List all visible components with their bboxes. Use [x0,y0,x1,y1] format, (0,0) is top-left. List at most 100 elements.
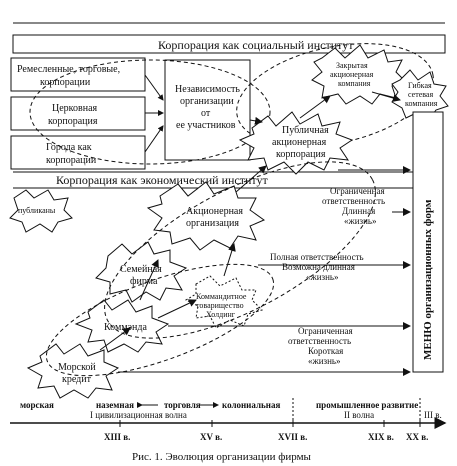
starburst-publicans [9,189,73,233]
svg-text:ее участников: ее участников [176,120,236,131]
svg-text:Ремесленные, торговые,: Ремесленные, торговые, [17,64,120,75]
svg-text:корпорации: корпорации [46,155,97,166]
svg-text:Полная ответственность: Полная ответственность [270,252,364,262]
svg-text:Публичная: Публичная [282,125,329,136]
svg-text:Независимость: Независимость [175,84,240,95]
svg-text:кредит: кредит [62,374,92,385]
flexible-line2: сетевая [408,90,433,99]
partnership-line1: Коммандитное [196,292,247,301]
flexible-line1: Гибкая [408,81,432,90]
closed-jsc-line2: акционерная [330,70,374,79]
svg-text:Ограниченная: Ограниченная [298,326,353,336]
svg-text:Семейная: Семейная [120,264,162,275]
svg-text:от: от [201,108,211,119]
svg-text:компания: компания [338,79,371,88]
partnership-line2: товарищество [196,301,244,310]
dashed-oval-outer [29,59,271,165]
svg-text:ответственность: ответственность [288,336,351,346]
svg-text:«жизнь»: «жизнь» [344,216,377,226]
right2-line2: Возможна длинная [282,262,355,272]
svg-text:акционерная: акционерная [272,137,327,148]
svg-text:корпорации: корпорации [40,77,91,88]
right2-line1: Полная ответственность [270,252,364,262]
box-church-line2: корпорация [48,116,98,127]
box-city-corporations [10,135,146,170]
starburst-family-firm [95,241,188,303]
starburst-sea-credit [26,343,120,399]
svg-text:Холдинг: Холдинг [206,310,236,319]
svg-text:Гибкая: Гибкая [408,81,432,90]
svg-text:«жизнь»: «жизнь» [308,356,341,366]
family-firm-line1: Семейная [120,264,162,275]
starburst-commenda [74,299,170,353]
right3-line4: «жизнь» [308,356,341,366]
svg-text:корпорация: корпорация [276,149,326,160]
box-craft-corporations [10,57,146,92]
svg-text:Коммандитное: Коммандитное [196,292,247,301]
menu-label: МЕНЮ организационных форм [422,199,434,360]
right3-line3: Короткая [308,346,343,356]
svg-text:Акционерная: Акционерная [186,206,243,217]
box-craft-line1: Ремесленные, торговые, [17,64,120,75]
dashed-oval-middle [104,161,376,339]
independence-line1: Независимость [175,84,240,95]
svg-text:ответственность: ответственность [322,196,385,206]
svg-text:фирма: фирма [130,276,158,287]
box-independence [164,59,251,161]
svg-text:Закрытая: Закрытая [336,61,368,70]
starburst-public-jsc [238,111,354,175]
right1-line2: ответственность [322,196,385,206]
family-firm-line2: фирма [130,276,158,287]
century-15: XV в. [200,432,222,442]
economic-institution-title: Корпорация как экономический институт [56,173,268,187]
right3-line2: ответственность [288,336,351,346]
economic-institution-band [13,173,413,188]
svg-text:товарищество: товарищество [196,301,244,310]
century-20: XX в. [406,432,428,442]
public-jsc-line2: акционерная [272,137,327,148]
independence-line2: организации [180,96,234,107]
menu-box [412,111,444,373]
joint-stock-line2: организация [186,218,239,229]
publicans-label: публиканы [18,206,56,215]
svg-text:Короткая: Короткая [308,346,343,356]
svg-text:организация: организация [186,218,239,229]
svg-text:сетевая: сетевая [408,90,433,99]
closed-jsc-line1: Закрытая [336,61,368,70]
svg-text:Морской: Морской [58,362,96,373]
wave-one: I цивилизационная волна [90,410,187,420]
right1-line3: Длинная [342,206,375,216]
svg-text:Церковная: Церковная [52,103,98,114]
public-jsc-line1: Публичная [282,125,329,136]
independence-line3: от [201,108,211,119]
wave-three: III в. [424,410,442,420]
trade-land: наземная [96,400,134,410]
trade-colonial: колониальная [222,400,280,410]
trade-trade: торговля [164,400,201,410]
box-church-line1: Церковная [52,103,98,114]
figure-caption: Рис. 1. Эволюция организации фирмы [132,451,312,463]
right1-line1: Ограниченная [330,186,385,196]
wave-two: II волна [344,410,374,420]
dashed-oval-lower [45,263,275,377]
svg-text:корпорация: корпорация [48,116,98,127]
svg-text:акционерная: акционерная [330,70,374,79]
public-jsc-line3: корпорация [276,149,326,160]
svg-text:Возможна длинная: Возможна длинная [282,262,355,272]
svg-text:компания: компания [405,99,438,108]
right3-line1: Ограниченная [298,326,353,336]
svg-text:Ограниченная: Ограниченная [330,186,385,196]
svg-text:«жизнь»: «жизнь» [306,272,339,282]
box-city-line1: Города как [46,142,92,153]
independence-line4: ее участников [176,120,236,131]
sea-credit-line1: Морской [58,362,96,373]
joint-stock-line1: Акционерная [186,206,243,217]
flexible-line3: компания [405,99,438,108]
svg-text:Города как: Города как [46,142,92,153]
century-13: XIII в. [104,432,130,442]
svg-text:организации: организации [180,96,234,107]
century-19: XIX в. [368,432,394,442]
century-17: XVII в. [278,432,307,442]
